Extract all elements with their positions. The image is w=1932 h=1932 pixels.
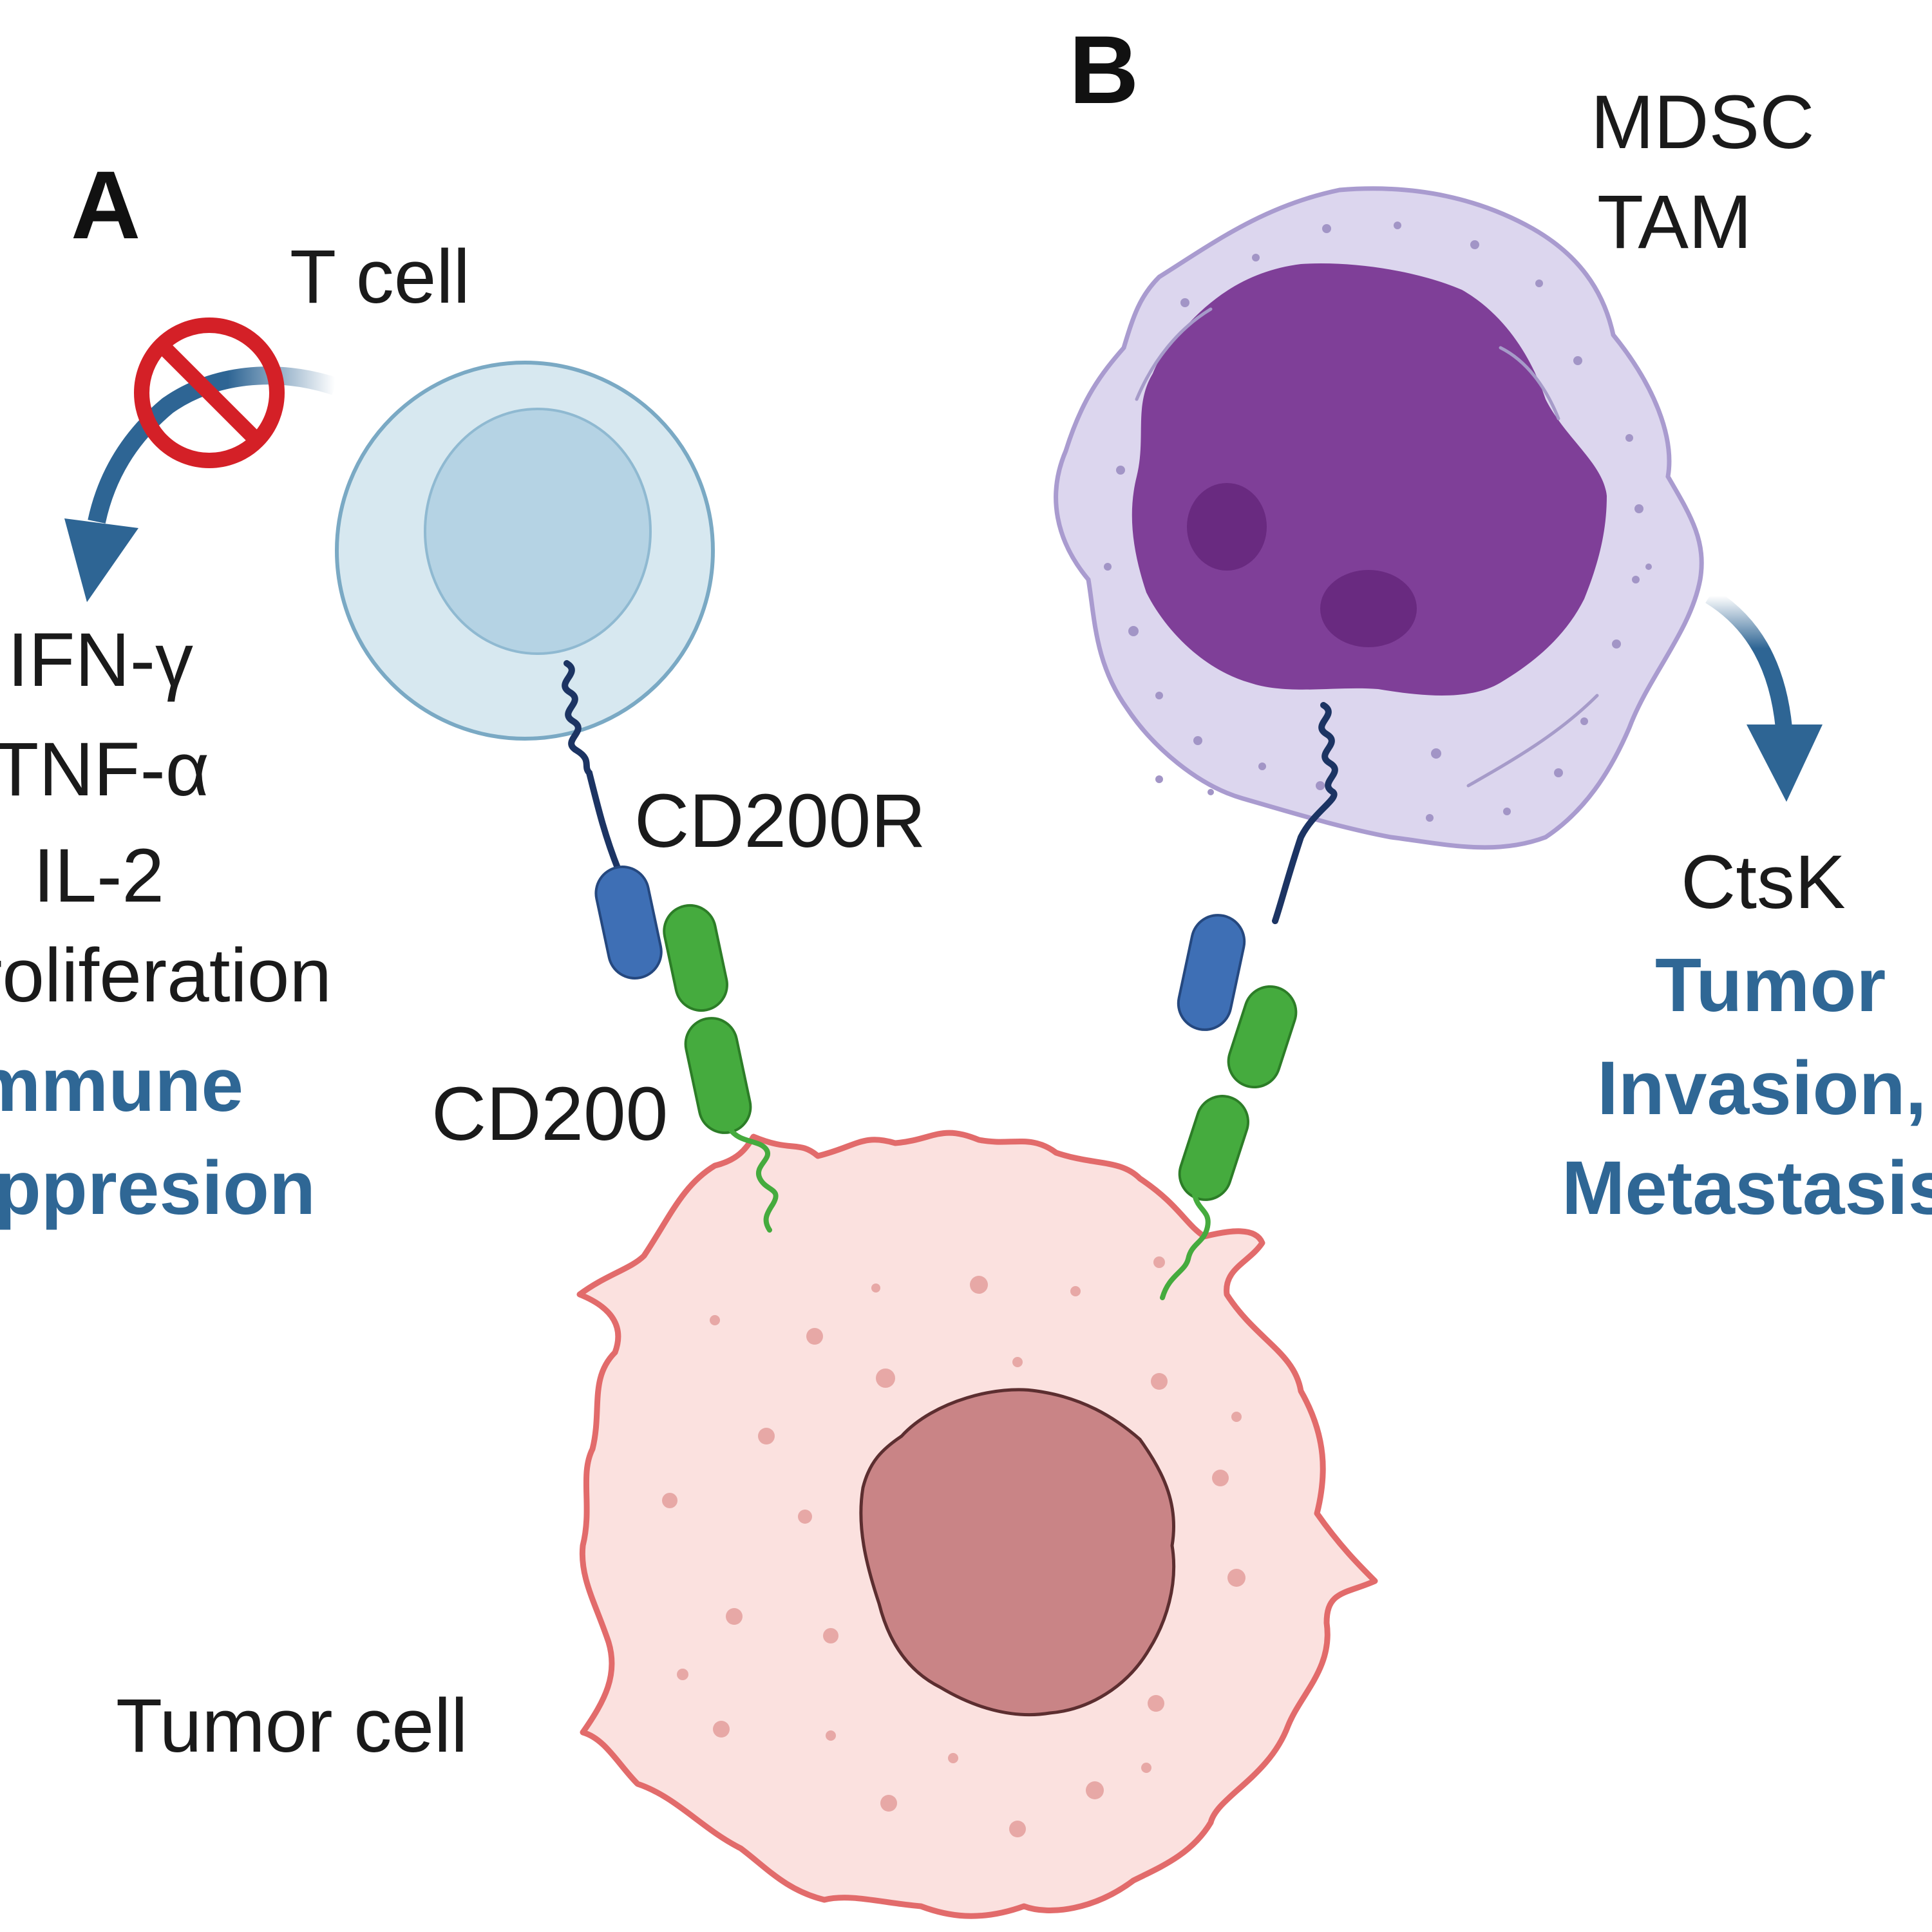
t-cell bbox=[335, 361, 715, 741]
t-cell-label: T cell bbox=[290, 234, 470, 319]
right-effects: CtsK Tumor Invasion, Metastasis bbox=[1562, 840, 1932, 1231]
tumor-cell bbox=[576, 1130, 1378, 1919]
tumor-outcome-label: Tumor bbox=[1655, 943, 1886, 1028]
tumor-cell-granules bbox=[662, 1256, 1245, 1837]
cd200r-domain-right bbox=[1177, 914, 1246, 1031]
nucleolus-lower bbox=[1320, 570, 1417, 647]
proliferation-label: Proliferation bbox=[0, 933, 332, 1018]
cd200-domain-left-1 bbox=[663, 904, 728, 1012]
cd200-domain-left-2 bbox=[684, 1017, 752, 1134]
myeloid-cytoplasm-dots bbox=[1104, 222, 1652, 822]
myeloid-cytoplasm-lines bbox=[1135, 307, 1599, 788]
invasion-label: Invasion, bbox=[1597, 1046, 1926, 1131]
cd200r-domain-left bbox=[594, 866, 663, 980]
curved-arrow-icon bbox=[64, 366, 338, 602]
nucleolus-upper bbox=[1187, 483, 1267, 571]
cd200r-tail-right bbox=[1272, 702, 1338, 924]
cd200r-tail-left bbox=[562, 660, 621, 873]
mdsc-label: MDSC bbox=[1591, 80, 1814, 165]
cd200-label: CD200 bbox=[431, 1072, 668, 1157]
cd200r-cd200-pair-right bbox=[1160, 702, 1338, 1300]
cd200-domain-right-1 bbox=[1227, 985, 1298, 1089]
cytokine-tnf-alpha: TNF-α bbox=[0, 727, 209, 812]
myeloid-cell bbox=[1054, 186, 1704, 850]
myeloid-cell-nucleus bbox=[1132, 263, 1607, 696]
metastasis-label: Metastasis bbox=[1562, 1146, 1932, 1231]
panel-label-a: A bbox=[71, 151, 140, 259]
t-cell-nucleus bbox=[424, 408, 652, 655]
cd200r-label: CD200R bbox=[634, 779, 926, 864]
immune-label: Immune bbox=[0, 1043, 243, 1128]
cd200-domain-right-2 bbox=[1178, 1095, 1249, 1201]
cytokine-il-2: IL-2 bbox=[33, 833, 164, 918]
left-effects: IFN-γ TNF-α IL-2 Proliferation Immune Su… bbox=[0, 618, 332, 1231]
cytokine-ifn-gamma: IFN-γ bbox=[8, 618, 193, 703]
tam-label: TAM bbox=[1597, 180, 1752, 265]
cd200-tail-left bbox=[728, 1128, 779, 1233]
suppression-label: Suppresion bbox=[0, 1146, 316, 1231]
tumor-cell-nucleus bbox=[859, 1388, 1176, 1717]
cd200r-cd200-pair-left bbox=[562, 660, 779, 1233]
inhibition-icon bbox=[134, 317, 285, 468]
tumor-cell-label: Tumor cell bbox=[116, 1683, 468, 1768]
panel-label-b: B bbox=[1069, 15, 1139, 124]
cd200-tail-right bbox=[1160, 1192, 1211, 1300]
curved-arrow-icon bbox=[1705, 588, 1823, 802]
ctsk-label: CtsK bbox=[1681, 840, 1846, 925]
